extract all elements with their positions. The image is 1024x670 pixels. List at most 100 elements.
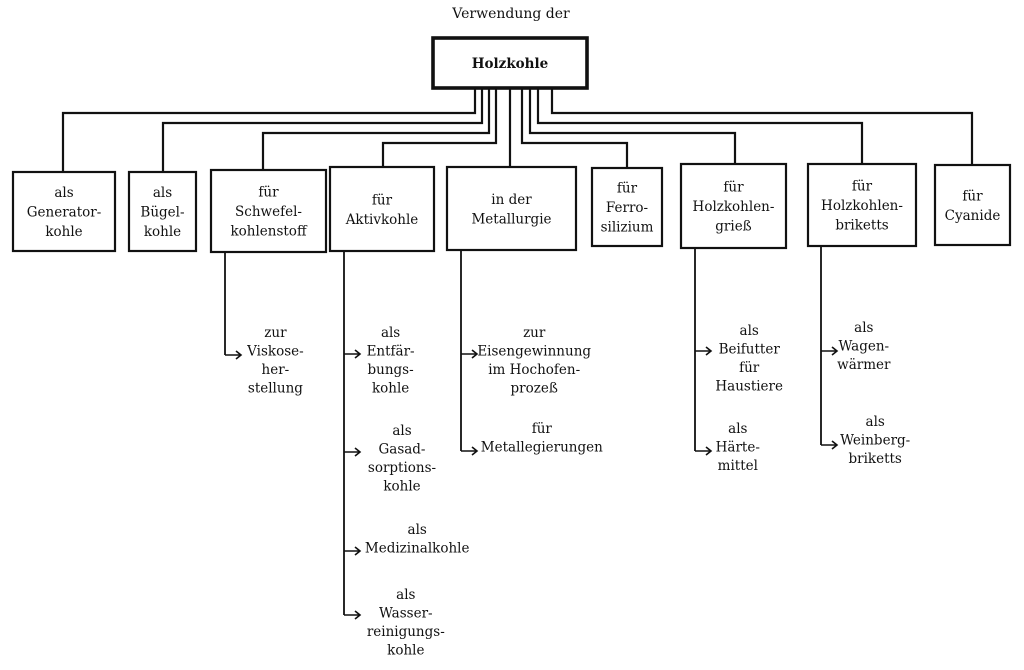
- arrow-als-gasad-sorptions-kohle: [344, 447, 362, 457]
- arrow-als-medizinalkohle: [344, 546, 362, 556]
- leaf-label-line: Eisengewinnung: [477, 344, 591, 360]
- root-box: [431, 36, 589, 90]
- category-box: [209, 168, 328, 254]
- category-label-line: grieß: [715, 219, 751, 235]
- category-label-line: für: [372, 192, 393, 208]
- leaf-label-line: mittel: [718, 458, 758, 474]
- category-label-line: für: [617, 181, 638, 197]
- category-label-line: für: [852, 179, 873, 195]
- leaf-label-line: als: [381, 325, 400, 341]
- leaf-label-line: Entfär-: [367, 344, 415, 360]
- connector-grieß: [528, 88, 737, 164]
- arrow-als-wasser-reinigungs-kohle: [344, 610, 362, 620]
- connector-kohle: [61, 88, 477, 172]
- connector-kohle: [161, 88, 484, 172]
- leaf-label-line: briketts: [849, 451, 902, 467]
- leaf-label-line: Haustiere: [715, 379, 783, 395]
- leaf-label-line: zur: [264, 325, 287, 341]
- root-label: Holzkohle: [472, 56, 548, 72]
- leaf-label-line: kohle: [387, 643, 424, 659]
- leaf-label-line: als: [854, 320, 873, 336]
- category-box: [127, 170, 198, 253]
- leaf-label-line: für: [739, 360, 760, 376]
- connector-briketts: [536, 88, 864, 164]
- category-label-line: Aktivkohle: [345, 212, 419, 228]
- leaf-label-line: zur: [523, 325, 546, 341]
- arrow-als-weinberg-briketts: [821, 440, 839, 450]
- leaf-label-line: bungs-: [368, 362, 414, 378]
- arrow-zur-eisengewinnung-im-hochofen-prozeß: [461, 349, 479, 359]
- leaf-label-line: als: [866, 414, 885, 430]
- leaf-label-line: reinigungs-: [367, 624, 445, 640]
- root-node: Holzkohle: [431, 36, 589, 90]
- leaf-label-line: Wasser-: [379, 606, 433, 622]
- leaf-label-line: her-: [262, 362, 290, 378]
- category-box: [806, 162, 918, 248]
- category-label-line: in der: [491, 192, 532, 208]
- connector-aktivkohle: [381, 88, 498, 167]
- leaf-label-line: im Hochofen-: [488, 362, 580, 378]
- leaf-label-line: kohle: [372, 381, 409, 397]
- arrow-als-beifutter-für-haustiere: [695, 346, 713, 356]
- category-box: [445, 165, 578, 252]
- category-label-line: Ferro-: [606, 200, 648, 216]
- leaf-label-line: als: [396, 587, 415, 603]
- category-label-line: Holzkohlen-: [821, 198, 903, 214]
- leaf-label-line: Wagen-: [838, 339, 889, 355]
- connector-kohlenstoff: [261, 88, 491, 170]
- connector-cyanide: [550, 88, 974, 165]
- leaf-label-line: kohle: [383, 479, 420, 495]
- category-box: [11, 170, 117, 253]
- leaf-label-line: Beifutter: [719, 342, 781, 358]
- leaf-label-line: Gasad-: [378, 442, 425, 458]
- category-box: [590, 166, 664, 248]
- leaf-nodes: zurViskose-her-stellungalsEntfär-bungs-k…: [246, 320, 910, 659]
- leaf-label-line: prozeß: [511, 381, 558, 397]
- category-label-line: silizium: [601, 220, 654, 236]
- category-label-line: Metallurgie: [471, 211, 551, 227]
- leaf-label-line: Metallegierungen: [481, 440, 603, 456]
- leaf-label-line: wärmer: [837, 357, 891, 373]
- leaf-label-line: als: [408, 522, 427, 538]
- category-label-line: kohle: [45, 224, 82, 240]
- arrow-als-härte-mittel: [695, 446, 713, 456]
- leaf-label-line: für: [532, 421, 553, 437]
- leaf-label-line: als: [392, 423, 411, 439]
- category-label-line: für: [258, 185, 279, 201]
- leaf-label-line: als: [740, 323, 759, 339]
- leaf-label-line: Weinberg-: [840, 433, 910, 449]
- category-nodes: alsGenerator-kohlealsBügel-kohlefürSchwe…: [11, 162, 1012, 254]
- connector-silizium: [520, 88, 629, 168]
- arrow-als-wagen-wärmer: [821, 346, 839, 356]
- arrow-zur-viskose-her-stellung: [225, 350, 243, 360]
- category-label-line: für: [962, 188, 983, 204]
- category-label-line: für: [723, 180, 744, 196]
- category-label-line: Cyanide: [945, 208, 1001, 224]
- leaf-label-line: sorptions-: [368, 460, 436, 476]
- category-box: [679, 162, 788, 250]
- category-label-line: als: [54, 185, 73, 201]
- category-box: [933, 163, 1012, 247]
- category-label-line: Generator-: [27, 205, 102, 221]
- category-label-line: Bügel-: [140, 205, 184, 221]
- leaf-label-line: stellung: [248, 381, 303, 397]
- category-label-line: Holzkohlen-: [693, 199, 775, 215]
- category-label-line: als: [153, 185, 172, 201]
- category-box: [328, 165, 436, 253]
